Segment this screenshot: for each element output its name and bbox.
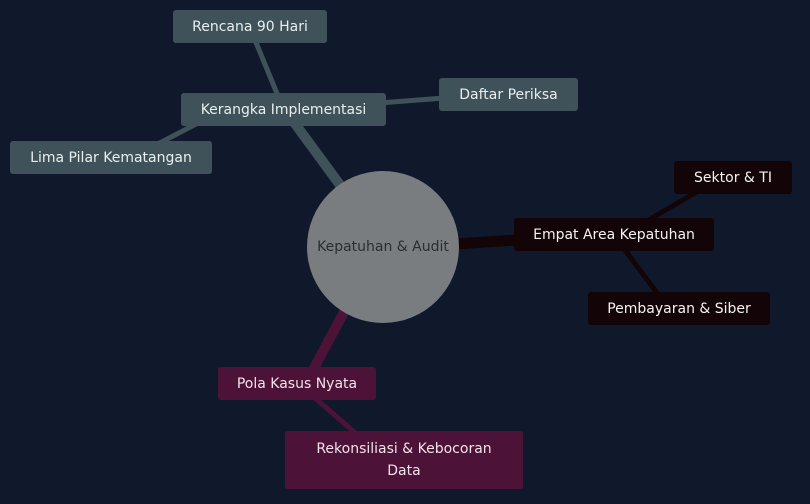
branch-label: Empat Area Kepatuhan bbox=[533, 226, 695, 243]
edge-pola-rekonsiliasi bbox=[312, 395, 363, 440]
branch-label: Kerangka Implementasi bbox=[200, 101, 367, 118]
branch-pola-kasus-nyata[interactable]: Pola Kasus Nyata bbox=[218, 367, 376, 400]
child-label: Daftar Periksa bbox=[459, 86, 558, 103]
root-node-label: Kepatuhan & Audit bbox=[317, 239, 449, 255]
edge-kerangka-daftar bbox=[377, 95, 447, 106]
child-daftar-periksa[interactable]: Daftar Periksa bbox=[439, 78, 578, 111]
edge-root-empat bbox=[449, 234, 523, 250]
child-label: Sektor & TI bbox=[694, 169, 772, 186]
child-rekonsiliasi-kebocoran-data[interactable]: Rekonsiliasi & Kebocoran Data bbox=[285, 431, 523, 489]
child-rencana-90-hari[interactable]: Rencana 90 Hari bbox=[173, 10, 327, 43]
child-pembayaran-siber[interactable]: Pembayaran & Siber bbox=[588, 292, 770, 325]
child-label: Lima Pilar Kematangan bbox=[30, 149, 192, 166]
branch-empat-area-kepatuhan[interactable]: Empat Area Kepatuhan bbox=[514, 218, 714, 251]
root-node[interactable]: Kepatuhan & Audit bbox=[307, 171, 459, 323]
child-sektor-ti[interactable]: Sektor & TI bbox=[674, 161, 792, 194]
edge-kerangka-rencana bbox=[252, 37, 281, 99]
edge-empat-sektor bbox=[642, 187, 703, 225]
child-label: Rekonsiliasi & Kebocoran Data bbox=[316, 441, 492, 479]
child-lima-pilar-kematangan[interactable]: Lima Pilar Kematangan bbox=[10, 141, 212, 174]
child-label: Pembayaran & Siber bbox=[607, 300, 751, 317]
edge-empat-pembayaran bbox=[622, 247, 663, 300]
branch-kerangka-implementasi[interactable]: Kerangka Implementasi bbox=[181, 93, 386, 126]
branch-label: Pola Kasus Nyata bbox=[236, 375, 358, 392]
child-label: Rencana 90 Hari bbox=[192, 18, 308, 35]
